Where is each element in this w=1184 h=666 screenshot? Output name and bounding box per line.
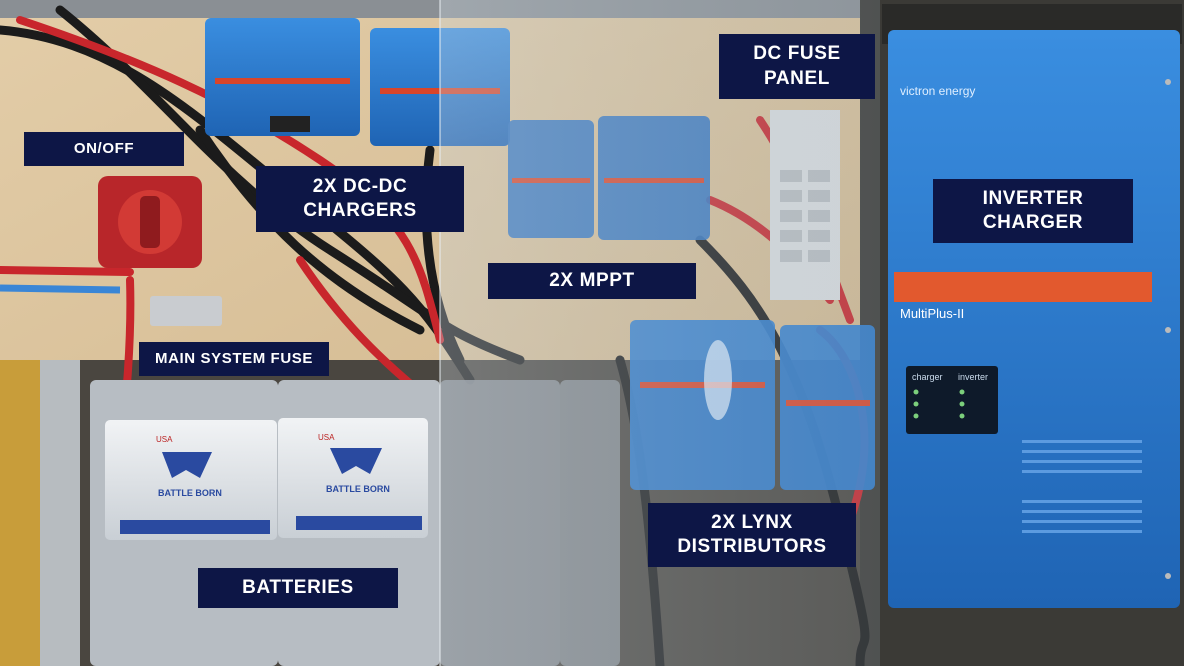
battery-badge-text-1: USA <box>156 435 173 444</box>
callout-dc-dc-chargers: 2X DC-DC CHARGERS <box>256 166 464 232</box>
battery-brand-text-1: BATTLE BORN <box>158 488 222 498</box>
battery-disconnect-switch-icon <box>98 176 202 268</box>
callout-mppt: 2X MPPT <box>488 263 696 299</box>
callout-batteries-line1: BATTERIES <box>242 576 354 598</box>
inverter-panel-charger-text: charger <box>912 372 943 382</box>
battery-brand-text-2: BATTLE BORN <box>326 484 390 494</box>
callout-mppt-line1: 2X MPPT <box>549 269 635 291</box>
inverter-panel-inverter-text: inverter <box>958 372 988 382</box>
battle-born-logo-icon <box>162 448 382 478</box>
left-frame-rail <box>40 360 80 666</box>
left-yellow-wall <box>0 360 40 666</box>
callout-on-off-line1: ON/OFF <box>73 140 135 158</box>
callout-main-system-fuse: MAIN SYSTEM FUSE <box>139 342 329 376</box>
inverter-model-text: MultiPlus-II <box>900 306 964 321</box>
blue-cable <box>0 284 121 294</box>
callout-main-system-fuse-line1: MAIN SYSTEM FUSE <box>155 350 313 368</box>
callout-inverter-charger: INVERTER CHARGER <box>933 179 1133 243</box>
callout-lynx-distributors-line1: 2X LYNX <box>711 511 793 533</box>
callout-dc-fuse-panel: DC FUSE PANEL <box>719 34 875 99</box>
callout-dc-dc-chargers-line2: CHARGERS <box>303 200 417 221</box>
callout-lynx-distributors-line2: DISTRIBUTORS <box>677 536 827 557</box>
callout-inverter-charger-line2: CHARGER <box>982 212 1084 233</box>
callout-dc-dc-chargers-line1: 2X DC-DC <box>312 175 408 197</box>
callout-batteries: BATTERIES <box>198 568 398 608</box>
callout-dc-fuse-panel-line2: PANEL <box>764 67 830 89</box>
callout-dc-fuse-panel-line1: DC FUSE <box>753 43 841 65</box>
battery-badge-text-2: USA <box>318 433 335 442</box>
inverter-brand-text: victron energy <box>900 84 975 98</box>
callout-on-off: ON/OFF <box>24 132 184 166</box>
inverter-charger-unit: victron energy MultiPlus-II charger inve… <box>882 4 1182 608</box>
callout-inverter-charger-line1: INVERTER <box>982 187 1084 209</box>
callout-lynx-distributors: 2X LYNX DISTRIBUTORS <box>648 503 856 567</box>
